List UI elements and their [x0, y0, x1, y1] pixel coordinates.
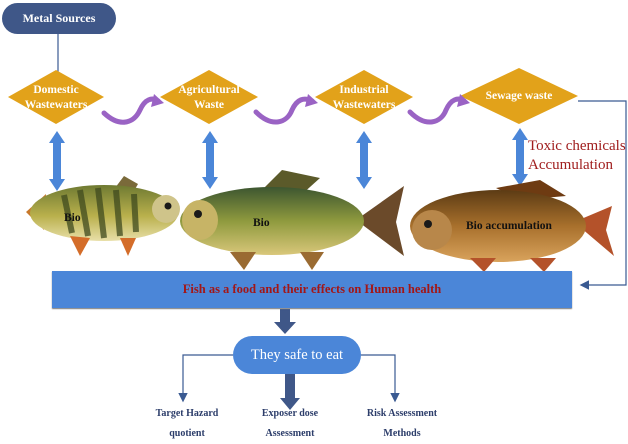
human-health-band: Fish as a food and their effects on Huma… [52, 271, 572, 308]
branch-center-arrow [280, 374, 300, 410]
outcome-risk-assessment: Risk Assessment Methods [366, 408, 438, 439]
fish-label-carp: Bio accumulation [466, 220, 552, 232]
tench-fish-image [180, 170, 404, 270]
carp-fish-image [410, 180, 614, 272]
connector-arrow-1 [101, 94, 164, 125]
safe-to-eat-label: They safe to eat [250, 346, 344, 363]
industrial-wastewaters-label: Industrial Wastewaters [332, 84, 396, 111]
diamond-industrial [315, 70, 413, 124]
connector-arrow-2 [253, 94, 318, 125]
outcome-exposer-dose: Exposer dose Assessment [261, 408, 319, 439]
perch-fish-image [26, 176, 180, 256]
fish-label-tench: Bio [253, 217, 270, 229]
diamond-sewage [460, 68, 578, 124]
safe-to-eat-pill: They safe to eat [233, 336, 361, 374]
diamond-domestic [8, 70, 104, 124]
double-arrow-4 [512, 128, 528, 186]
domestic-wastewaters-label: Domestic Wastewaters [24, 84, 88, 111]
double-arrow-3 [356, 131, 372, 189]
sewage-waste-label: Sewage waste [485, 90, 553, 102]
metal-sources-label: Metal Sources [22, 11, 96, 25]
branch-left [178, 354, 233, 403]
fish-label-perch: Bio [64, 212, 81, 224]
sewage-feedback-line [578, 100, 627, 290]
diamond-agricultural [160, 70, 258, 124]
metal-sources-box: Metal Sources [2, 3, 116, 34]
connector-arrow-3 [407, 94, 470, 125]
double-arrow-2 [202, 131, 218, 189]
band-down-arrow [274, 309, 296, 334]
agricultural-waste-label: Agricultural Waste [178, 84, 240, 111]
toxic-chemicals-note: Toxic chemicals Accumulation [528, 138, 626, 173]
human-health-label: Fish as a food and their effects on Huma… [182, 282, 442, 296]
branch-right [361, 354, 400, 403]
outcome-target-hazard: Target Hazard quotient [155, 408, 219, 439]
double-arrow-1 [49, 131, 65, 191]
